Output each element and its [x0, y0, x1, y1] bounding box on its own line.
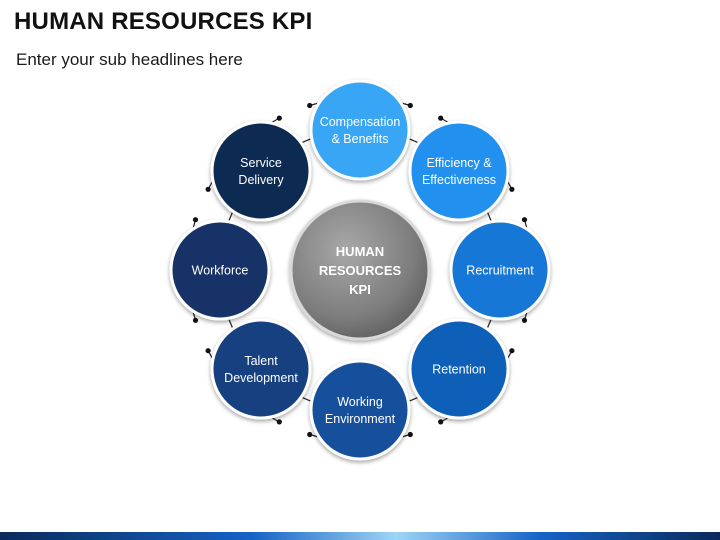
center-circle	[289, 199, 431, 341]
node-label: Effectiveness	[422, 173, 496, 187]
node-workforce: Workforce	[169, 219, 271, 321]
node-label: Efficiency &	[426, 156, 492, 170]
center-node: HUMAN RESOURCES KPI	[289, 199, 431, 341]
arc-end-dot	[509, 186, 515, 192]
arc-end-dot	[276, 419, 282, 425]
node-efficiency: Efficiency & Effectiveness	[408, 120, 510, 222]
node-label: Recruitment	[466, 264, 534, 278]
node-label: Service	[240, 156, 282, 170]
arc-end-dot	[205, 348, 211, 354]
node-circle	[210, 318, 312, 420]
node-retention: Retention	[408, 318, 510, 420]
arc-end-dot	[192, 317, 199, 323]
node-circle	[309, 79, 411, 181]
node-circle	[210, 120, 312, 222]
footer-bar	[0, 532, 720, 540]
arc-end-dot	[438, 419, 444, 425]
node-compensation: Compensation & Benefits	[309, 79, 411, 181]
node-label: Compensation	[320, 115, 401, 129]
center-label-line-2: RESOURCES	[319, 263, 402, 278]
arc-end-dot	[521, 317, 528, 323]
page-title: HUMAN RESOURCES KPI	[14, 8, 313, 35]
node-circle	[309, 359, 411, 461]
arc-end-dot	[407, 102, 413, 109]
arc-end-dot	[205, 186, 211, 192]
node-recruitment: Recruitment	[449, 219, 551, 321]
arc-end-dot	[509, 348, 515, 354]
arc-end-dot	[192, 217, 199, 223]
page-subtitle: Enter your sub headlines here	[16, 50, 243, 69]
arc-end-dot	[307, 431, 313, 438]
node-label: Talent	[244, 354, 278, 368]
arc-end-dot	[521, 217, 528, 223]
node-circle	[408, 318, 510, 420]
node-label: Workforce	[192, 264, 249, 278]
node-label: Delivery	[238, 173, 284, 187]
center-label-line-3: KPI	[349, 282, 371, 297]
node-label: Environment	[325, 412, 396, 426]
node-label: Retention	[432, 363, 486, 377]
arc-end-dot	[407, 431, 413, 438]
node-label: Development	[224, 371, 298, 385]
node-circle	[169, 219, 271, 321]
arc-end-dot	[438, 115, 444, 121]
center-label-line-1: HUMAN	[336, 244, 384, 259]
node-label: & Benefits	[332, 132, 389, 146]
node-circle	[408, 120, 510, 222]
arc-end-dot	[307, 102, 313, 109]
node-label: Working	[337, 395, 383, 409]
arc-end-dot	[276, 115, 282, 121]
node-circle	[449, 219, 551, 321]
